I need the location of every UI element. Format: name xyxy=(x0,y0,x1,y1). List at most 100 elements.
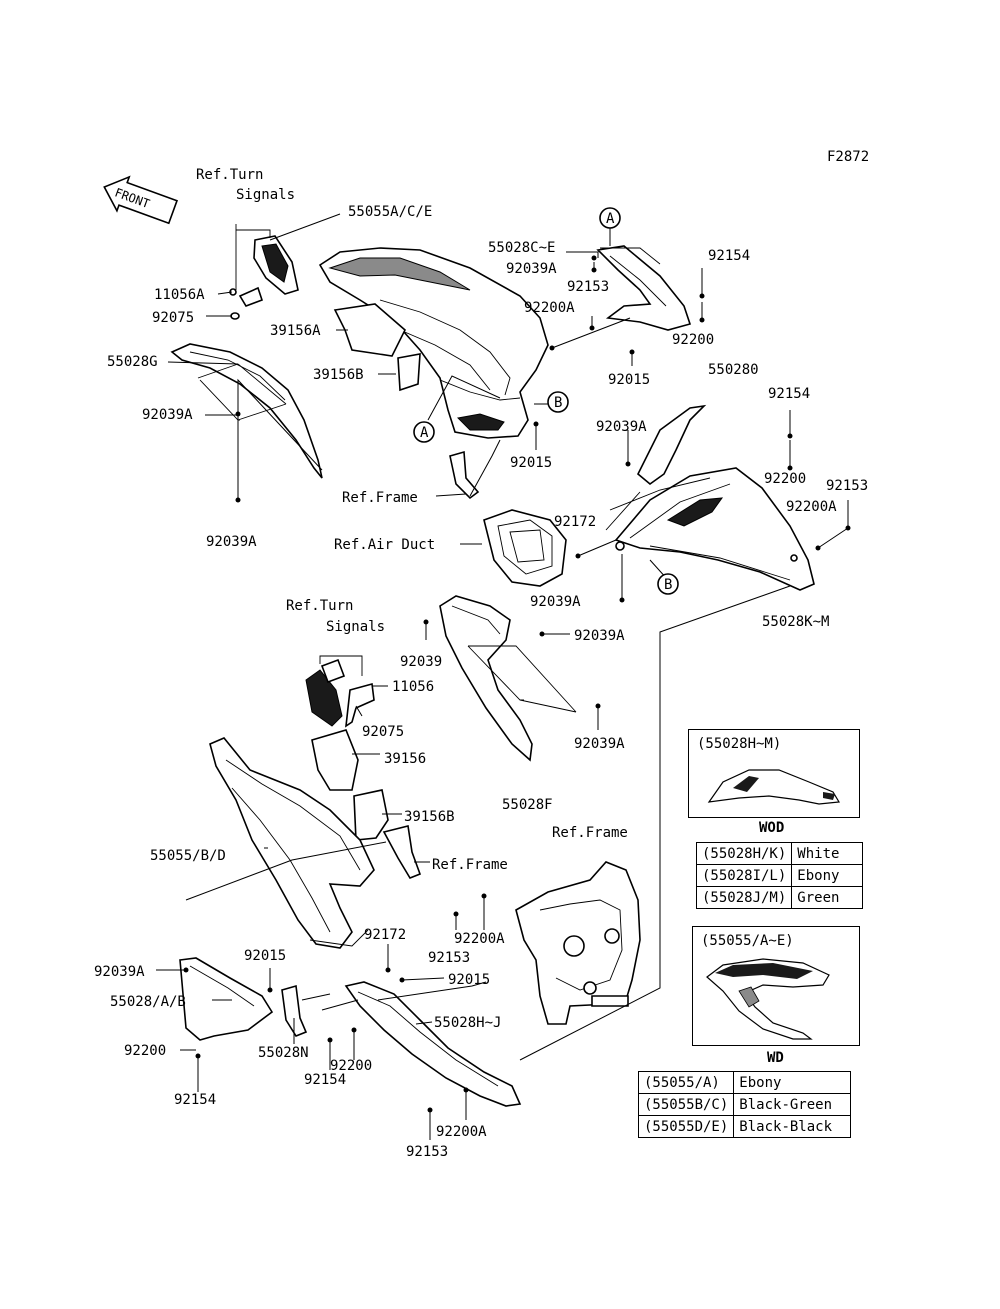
table-row: (55055D/E) Black-Black xyxy=(637,1115,852,1138)
frame xyxy=(515,861,641,1025)
label-92039a-8: 92039A xyxy=(94,964,145,980)
label-55028n: 55028N xyxy=(258,1045,309,1061)
upper-fairing-55055ace xyxy=(318,247,549,439)
callout-b-mid: B xyxy=(547,391,569,413)
insulator-39156b-upper xyxy=(397,353,421,392)
label-92200-3: 92200 xyxy=(124,1043,166,1059)
table-cell-part: (55055D/E) xyxy=(637,1115,735,1138)
label-92200a-4: 92200A xyxy=(436,1124,487,1140)
label-92200-1: 92200 xyxy=(672,332,714,348)
variant-label-wd: WD xyxy=(767,1050,784,1066)
label-550280: 550280 xyxy=(708,362,759,378)
callout-b-right: B xyxy=(657,573,679,595)
label-92154-2: 92154 xyxy=(768,386,810,402)
table-cell-color: Ebony xyxy=(733,1071,852,1094)
figure-code: F2872 xyxy=(827,149,869,165)
label-92015-4: 92015 xyxy=(448,972,490,988)
table-cell-part: (55028J/M) xyxy=(695,886,793,909)
table-row: (55028H/K) White xyxy=(695,842,864,865)
label-92172-2: 92172 xyxy=(364,927,406,943)
svg-text:B: B xyxy=(554,395,562,411)
label-55028k-m: 55028K~M xyxy=(762,614,829,630)
label-92039a-3: 92039A xyxy=(596,419,647,435)
variant-box-wd: (55055/A~E) xyxy=(692,926,860,1046)
color-table-55055: (55055/A) Ebony (55055B/C) Black-Green (… xyxy=(637,1071,852,1138)
air-duct xyxy=(483,509,567,587)
label-92153-2: 92153 xyxy=(826,478,868,494)
table-cell-color: Black-Black xyxy=(733,1115,852,1138)
label-92039-1: 92039 xyxy=(400,654,442,670)
label-92153-1: 92153 xyxy=(567,279,609,295)
label-92154-3: 92154 xyxy=(304,1072,346,1088)
label-92039a-1: 92039A xyxy=(506,261,557,277)
variant-title-wd: (55055/A~E) xyxy=(701,933,794,949)
variant-title-wod: (55028H~M) xyxy=(697,736,782,752)
label-92172-1: 92172 xyxy=(554,514,596,530)
label-55028ab: 55028/A/B xyxy=(110,994,186,1010)
label-55055ace: 55055A/C/E xyxy=(348,204,432,220)
label-92153-3: 92153 xyxy=(428,950,470,966)
table-cell-part: (55028I/L) xyxy=(695,864,793,887)
lower-cover-55028ab xyxy=(179,957,274,1041)
svg-text:A: A xyxy=(420,425,429,441)
turn-signal-lower xyxy=(305,658,375,728)
label-92015-3: 92015 xyxy=(244,948,286,964)
label-ref-frame-2: Ref.Frame xyxy=(552,825,628,841)
label-92039a-4: 92039A xyxy=(206,534,257,550)
svg-text:A: A xyxy=(606,211,615,227)
table-row: (55028J/M) Green xyxy=(695,886,864,909)
label-55028c-e: 55028C~E xyxy=(488,240,555,256)
label-ref-frame-3: Ref.Frame xyxy=(432,857,508,873)
table-cell-part: (55055B/C) xyxy=(637,1093,735,1116)
label-11056a: 11056A xyxy=(154,287,205,303)
label-92200a-1: 92200A xyxy=(524,300,575,316)
variant-label-wod: WOD xyxy=(759,820,785,836)
label-92200-2: 92200 xyxy=(764,471,806,487)
label-39156: 39156 xyxy=(384,751,426,767)
svg-text:B: B xyxy=(664,577,672,593)
table-cell-color: Black-Green xyxy=(733,1093,852,1116)
side-cover-550280 xyxy=(637,404,707,486)
lower-cowl-55028h-j xyxy=(344,981,522,1107)
label-92200a-2: 92200A xyxy=(786,499,837,515)
inner-panel-55028g xyxy=(170,343,323,479)
color-table-55028: (55028H/K) White (55028I/L) Ebony (55028… xyxy=(695,842,864,909)
frame-bracket-lower xyxy=(382,825,422,879)
cowl-thumbnail-wod xyxy=(707,769,841,805)
label-92039a-6: 92039A xyxy=(574,628,625,644)
table-cell-color: Green xyxy=(791,886,864,909)
table-row: (55055/A) Ebony xyxy=(637,1071,852,1094)
table-cell-part: (55055/A) xyxy=(637,1071,735,1094)
front-arrow-icon: FRONT xyxy=(103,175,179,225)
label-55055bd: 55055/B/D xyxy=(150,848,226,864)
insulator-39156 xyxy=(311,729,359,791)
variant-box-wod: (55028H~M) xyxy=(688,729,860,818)
label-92154-4: 92154 xyxy=(174,1092,216,1108)
label-ref-turn-signals-1b: Signals xyxy=(236,187,295,203)
table-cell-part: (55028H/K) xyxy=(695,842,793,865)
label-92075-1: 92075 xyxy=(152,310,194,326)
frame-bracket-upper xyxy=(449,450,480,500)
label-92200-4: 92200 xyxy=(330,1058,372,1074)
label-92075-2: 92075 xyxy=(362,724,404,740)
side-cover-55028c-e xyxy=(596,245,692,331)
lower-fairing-55055bd xyxy=(209,737,375,949)
table-row: (55028I/L) Ebony xyxy=(695,864,864,887)
bracket-55028n xyxy=(281,984,308,1037)
callout-a-top: A xyxy=(599,207,621,229)
label-92039a-7: 92039A xyxy=(574,736,625,752)
label-55028h-j: 55028H~J xyxy=(434,1015,501,1031)
label-92039a-2: 92039A xyxy=(142,407,193,423)
label-55028g: 55028G xyxy=(107,354,158,370)
label-92200a-3: 92200A xyxy=(454,931,505,947)
label-ref-turn-signals-2b: Signals xyxy=(326,619,385,635)
table-cell-color: White xyxy=(791,842,864,865)
fairing-thumbnail-wd xyxy=(706,958,830,1040)
lower-cowl-55028f xyxy=(439,595,533,762)
turn-signal-bracket-upper xyxy=(238,235,299,307)
label-39156a: 39156A xyxy=(270,323,321,339)
table-cell-color: Ebony xyxy=(791,864,864,887)
label-ref-air-duct: Ref.Air Duct xyxy=(334,537,435,553)
label-92015-1: 92015 xyxy=(608,372,650,388)
